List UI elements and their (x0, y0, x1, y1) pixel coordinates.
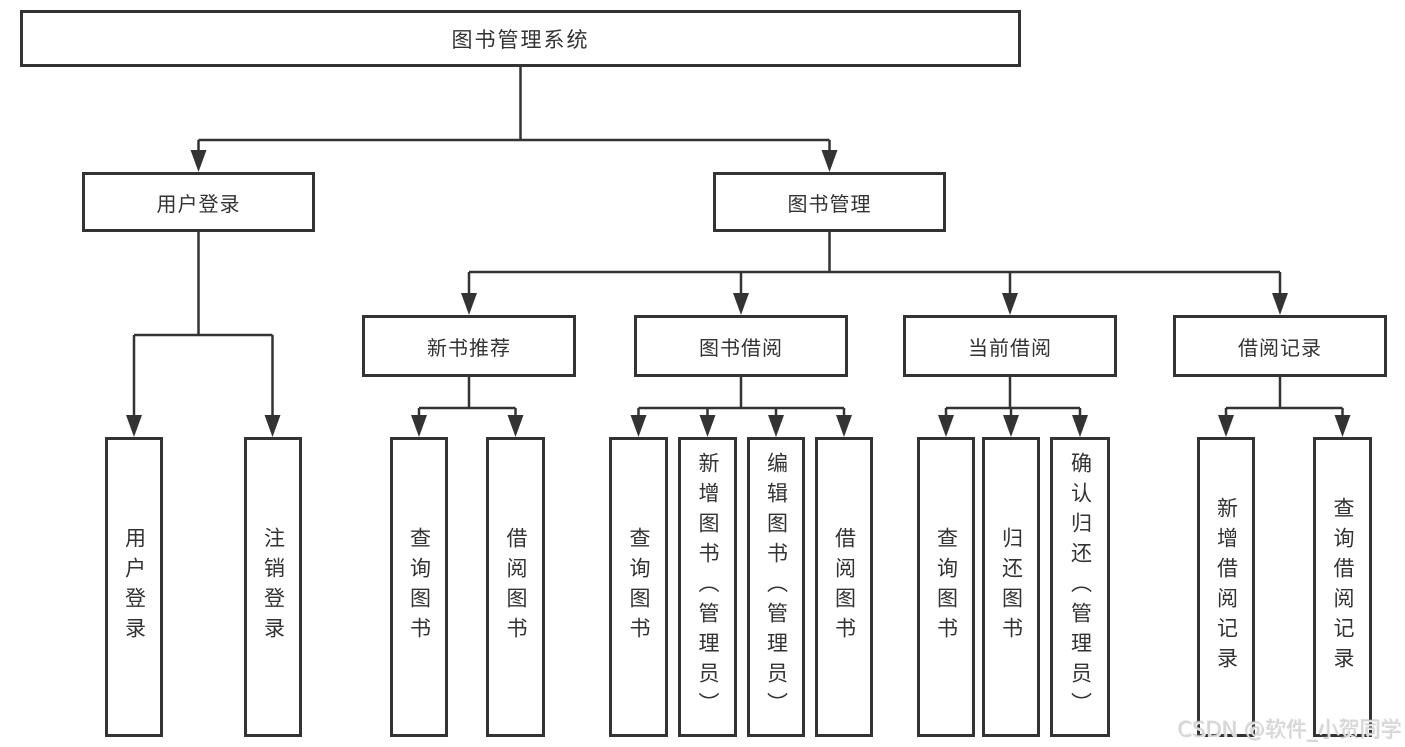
leaf-return-books: 归还图书 (982, 437, 1040, 737)
root-node-library-system: 图书管理系统 (20, 10, 1021, 67)
leaf-query-borrow-record: 查询借阅记录 (1313, 437, 1372, 737)
branch-book-management: 图书管理 (713, 172, 946, 232)
leaf-query-books-current: 查询图书 (917, 437, 975, 737)
branch-current-borrow: 当前借阅 (903, 315, 1117, 377)
leaf-edit-books-admin: 编辑图书（管理员） (747, 437, 805, 737)
leaf-user-login: 用户登录 (105, 437, 163, 737)
leaf-logout: 注销登录 (244, 437, 302, 737)
leaf-confirm-return-admin: 确认归还（管理员） (1050, 437, 1110, 737)
leaf-add-books-admin: 新增图书（管理员） (678, 437, 737, 737)
branch-book-borrow: 图书借阅 (634, 315, 848, 377)
leaf-query-books-recommend: 查询图书 (390, 437, 448, 737)
leaf-borrow-books: 借阅图书 (815, 437, 873, 737)
branch-borrow-records: 借阅记录 (1173, 315, 1387, 377)
arrowheads (126, 150, 1351, 437)
leaf-borrow-books-recommend: 借阅图书 (486, 437, 545, 737)
watermark: CSDN @软件_小贺同学 (1178, 718, 1403, 742)
branch-new-book-recommend: 新书推荐 (362, 315, 576, 377)
leaf-add-borrow-record: 新增借阅记录 (1197, 437, 1255, 737)
branch-user-login: 用户登录 (82, 172, 315, 232)
leaf-query-books-borrow: 查询图书 (609, 437, 668, 737)
